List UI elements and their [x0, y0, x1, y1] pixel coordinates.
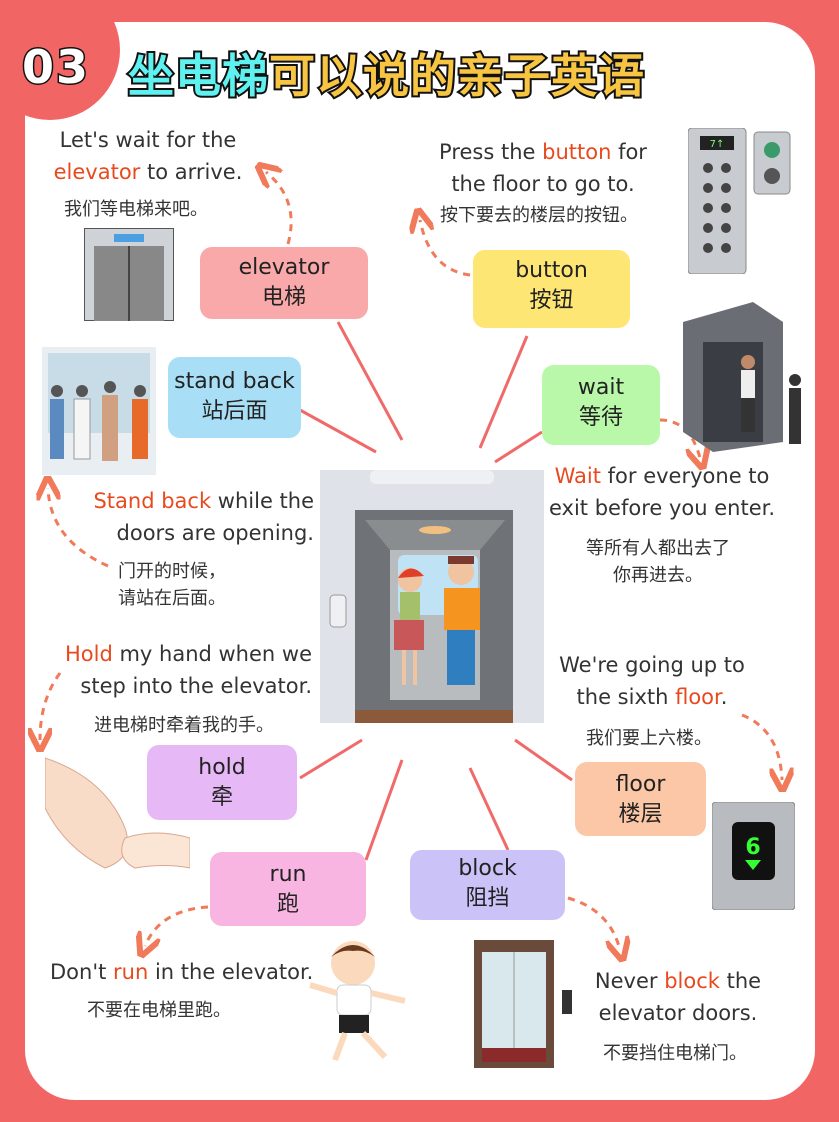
word-box-block: block 阻挡 — [410, 850, 565, 920]
text: to arrive. — [140, 160, 243, 184]
sentence-run: Don't run in the elevator. — [50, 956, 313, 988]
word-en: hold — [198, 755, 246, 780]
highlight: elevator — [53, 160, 141, 184]
line: We're going up to — [559, 653, 745, 677]
page-title: 坐电梯可以说的亲子英语 — [126, 40, 646, 106]
line: elevator doors. — [598, 1001, 758, 1025]
text: the — [719, 969, 762, 993]
line: Stand back while the — [60, 485, 314, 517]
word-box-elevator: elevator 电梯 — [200, 247, 368, 319]
sentence-button: Press the button for the floor to go to. — [420, 136, 666, 200]
word-box-floor: floor 楼层 — [575, 762, 706, 836]
line: the floor to go to. — [451, 172, 635, 196]
highlight: run — [113, 960, 149, 984]
word-en: stand back — [174, 369, 295, 394]
highlight: floor — [675, 685, 721, 709]
floor-number: 6 — [745, 835, 760, 860]
section-number: 03 — [20, 39, 91, 96]
sentence-wait-zh: 等所有人都出去了你再进去。 — [560, 535, 756, 589]
word-box-stand-back: stand back 站后面 — [168, 357, 301, 438]
sentence-block: Never block the elevator doors. — [580, 965, 776, 1029]
word-zh: 楼层 — [618, 802, 663, 827]
running-boy-illustration — [309, 941, 406, 1062]
text: for — [611, 140, 647, 164]
word-box-button: button 按钮 — [473, 250, 630, 328]
line: 等所有人都出去了 — [586, 538, 730, 559]
sentence-button-zh: 按下要去的楼层的按钮。 — [440, 205, 638, 226]
button-panel-icon: 7↑ — [688, 128, 791, 274]
line: doors are opening. — [116, 521, 314, 545]
line: Hold my hand when we — [40, 638, 312, 670]
word-en: run — [269, 862, 307, 887]
sentence-floor-zh: 我们要上六楼。 — [586, 728, 712, 749]
sentence-hold-zh: 进电梯时牵着我的手。 — [94, 715, 274, 736]
word-en: block — [458, 856, 517, 881]
line: 门开的时候， — [118, 561, 226, 582]
line: step into the elevator. — [80, 674, 312, 698]
word-zh: 牵 — [210, 785, 233, 810]
center-elevator-illustration — [320, 470, 544, 723]
word-box-run: run 跑 — [210, 852, 366, 926]
sentence-floor: We're going up to the sixth floor. — [540, 649, 764, 713]
glass-elevator-illustration — [474, 940, 572, 1068]
sentence-run-zh: 不要在电梯里跑。 — [87, 1000, 231, 1021]
word-en: floor — [615, 772, 666, 797]
word-en: wait — [577, 375, 625, 400]
highlight: Wait — [554, 464, 601, 488]
sentence-elevator: Let's wait for the elevator to arrive. — [30, 124, 266, 188]
people-exiting-elevator-illustration — [683, 302, 801, 452]
text: while the — [211, 489, 314, 513]
sentence-block-zh: 不要挡住电梯门。 — [603, 1043, 747, 1064]
text: the sixth — [576, 685, 676, 709]
sentence-wait: Wait for everyone to exit before you ente… — [540, 460, 784, 524]
line: Never block the — [580, 965, 776, 997]
text: my hand when we — [112, 642, 312, 666]
line: Press the button for — [420, 136, 666, 168]
line: the sixth floor. — [540, 681, 764, 713]
word-box-wait: wait 等待 — [542, 365, 660, 445]
holding-hands-illustration — [45, 757, 190, 869]
highlight: button — [542, 140, 612, 164]
word-zh: 按钮 — [529, 288, 574, 313]
line: exit before you enter. — [548, 496, 775, 520]
highlight: Stand back — [93, 489, 212, 513]
sentence-hold: Hold my hand when we step into the elevat… — [40, 638, 312, 702]
line: 请站在后面。 — [118, 588, 226, 609]
text: Press the — [439, 140, 543, 164]
sentence-elevator-zh: 我们等电梯来吧。 — [64, 199, 208, 220]
line: 你再进去。 — [613, 565, 703, 586]
word-box-hold: hold 牵 — [147, 745, 297, 820]
text: Never — [594, 969, 665, 993]
people-standing-back-illustration — [42, 347, 156, 475]
word-en: button — [515, 258, 588, 283]
word-zh: 等待 — [578, 405, 623, 430]
highlight: block — [664, 969, 720, 993]
word-zh: 站后面 — [201, 399, 268, 424]
floor-display-icon: 6 — [712, 802, 795, 910]
sentence-stand-back-zh: 门开的时候， 请站在后面。 — [118, 558, 226, 612]
line: Let's wait for the — [59, 128, 237, 152]
word-en: elevator — [238, 255, 330, 280]
title-part1: 坐电梯 — [126, 47, 270, 105]
word-zh: 电梯 — [261, 285, 306, 310]
line: Wait for everyone to — [540, 460, 784, 492]
word-zh: 阻挡 — [465, 886, 510, 911]
text: . — [720, 685, 728, 709]
panel-display: 7↑ — [710, 139, 725, 150]
text: Don't — [50, 960, 114, 984]
text: for everyone to — [600, 464, 770, 488]
text: in the elevator. — [148, 960, 314, 984]
highlight: Hold — [64, 642, 113, 666]
sentence-stand-back: Stand back while the doors are opening. — [60, 485, 314, 549]
title-part2: 可以说的亲子英语 — [267, 47, 646, 105]
elevator-doors-icon — [84, 228, 174, 321]
line: elevator to arrive. — [30, 156, 266, 188]
word-zh: 跑 — [276, 892, 299, 917]
